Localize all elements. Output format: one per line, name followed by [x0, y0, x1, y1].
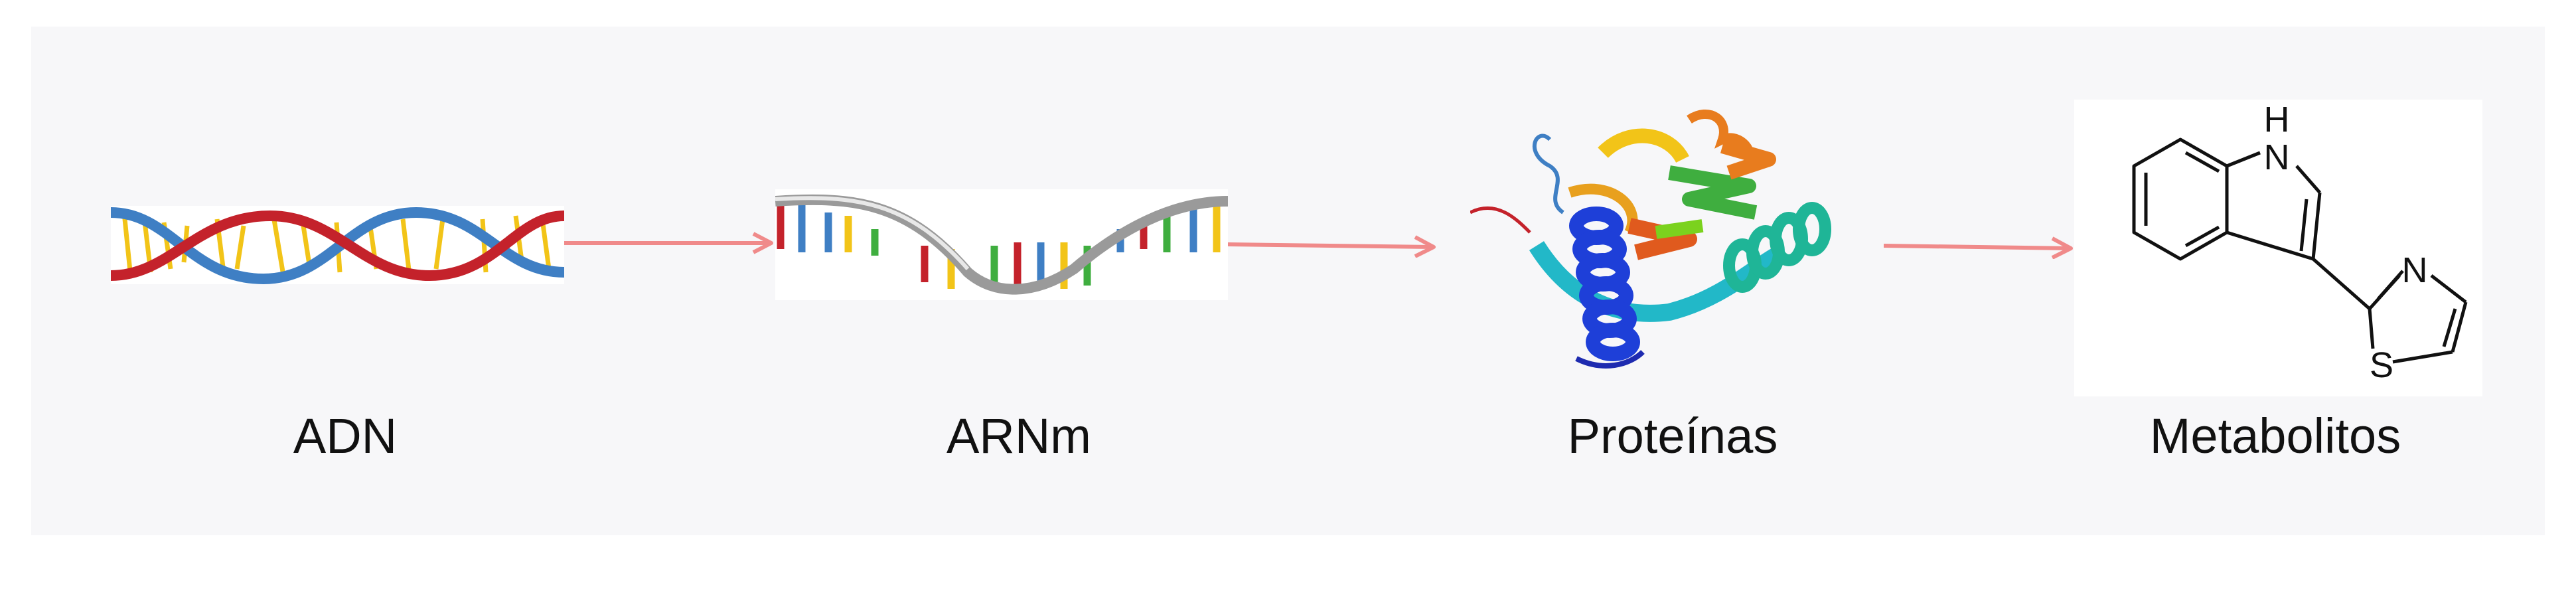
molecule-atom-h: H: [2264, 100, 2290, 139]
molecule-atom-s: S: [2370, 345, 2393, 385]
molecule-atom-n-thiazole: N: [2402, 250, 2428, 290]
mrna-strand-icon: [775, 194, 1228, 295]
mrna-image: [775, 189, 1228, 300]
metabolite-image: N H N S: [2074, 100, 2482, 396]
molecule-atom-n-indole: N: [2264, 137, 2290, 177]
arrow-dna-to-mrna: [564, 232, 773, 254]
dna-helix-image: [111, 206, 564, 284]
protein-structure-icon: [1470, 109, 1831, 369]
dna-double-helix-icon: [111, 207, 564, 284]
stage-label-proteinas: Proteínas: [1567, 408, 1778, 463]
arrow-mrna-to-protein: [1228, 235, 1436, 258]
stage-label-arnm: ARNm: [947, 408, 1091, 463]
stage-label-adn: ADN: [293, 408, 398, 463]
indole-thiazole-molecule-icon: N H N S: [2132, 100, 2468, 385]
stage-label-metabolitos: Metabolitos: [2149, 408, 2401, 463]
protein-image: [1470, 100, 1849, 379]
arrow-protein-to-metabolite: [1884, 236, 2073, 259]
